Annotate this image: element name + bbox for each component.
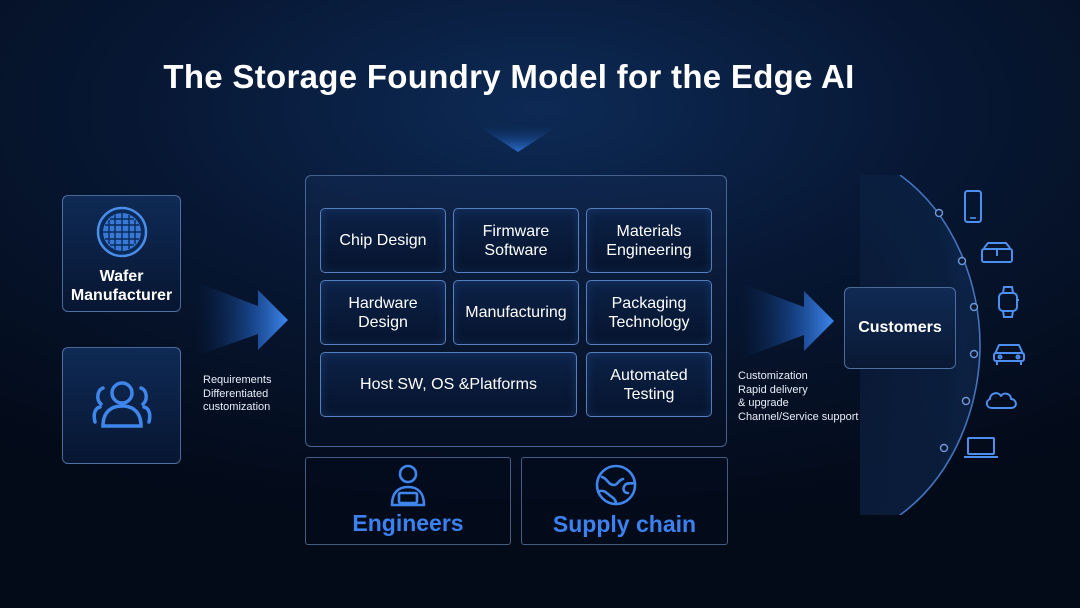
down-chevron-indicator (478, 126, 558, 152)
right-flow-arrow (740, 283, 834, 359)
cell-materials-engineering: Materials Engineering (586, 208, 712, 273)
left-flow-arrow (196, 282, 288, 356)
smartphone-icon (964, 190, 982, 223)
services-text: Customization Rapid delivery & upgrade C… (738, 370, 859, 423)
vr-glasses-icon (981, 242, 1013, 263)
engineers-label: Engineers (352, 510, 464, 536)
globe-network-icon (595, 464, 637, 506)
cell-automated-testing: Automated Testing (586, 352, 712, 417)
wafer-manufacturer-box: Wafer Manufacturer (62, 195, 181, 312)
cloud-icon (985, 392, 1017, 409)
customer-users-box (62, 347, 181, 464)
smartwatch-icon (998, 286, 1019, 318)
engineers-box: Engineers (305, 457, 511, 545)
cell-chip-design: Chip Design (320, 208, 446, 273)
cell-packaging-technology: Packaging Technology (586, 280, 712, 345)
cell-manufacturing: Manufacturing (453, 280, 579, 345)
customers-label: Customers (858, 319, 942, 336)
wafer-icon (96, 206, 148, 258)
cell-firmware-software: Firmware Software (453, 208, 579, 273)
engineer-laptop-icon (390, 464, 426, 507)
supply-chain-label: Supply chain (552, 511, 697, 537)
cell-hardware-design: Hardware Design (320, 280, 446, 345)
page-title: The Storage Foundry Model for the Edge A… (163, 58, 855, 95)
customers-box: Customers (844, 287, 956, 369)
car-icon (993, 344, 1025, 365)
laptop-icon (964, 437, 998, 458)
wafer-manufacturer-label: Wafer Manufacturer (70, 268, 173, 304)
supply-chain-box: Supply chain (521, 457, 728, 545)
users-icon (92, 381, 152, 428)
cell-host-sw-os-platforms: Host SW, OS &Platforms (320, 352, 577, 417)
requirements-text: Requirements Differentiated customizatio… (203, 374, 272, 413)
